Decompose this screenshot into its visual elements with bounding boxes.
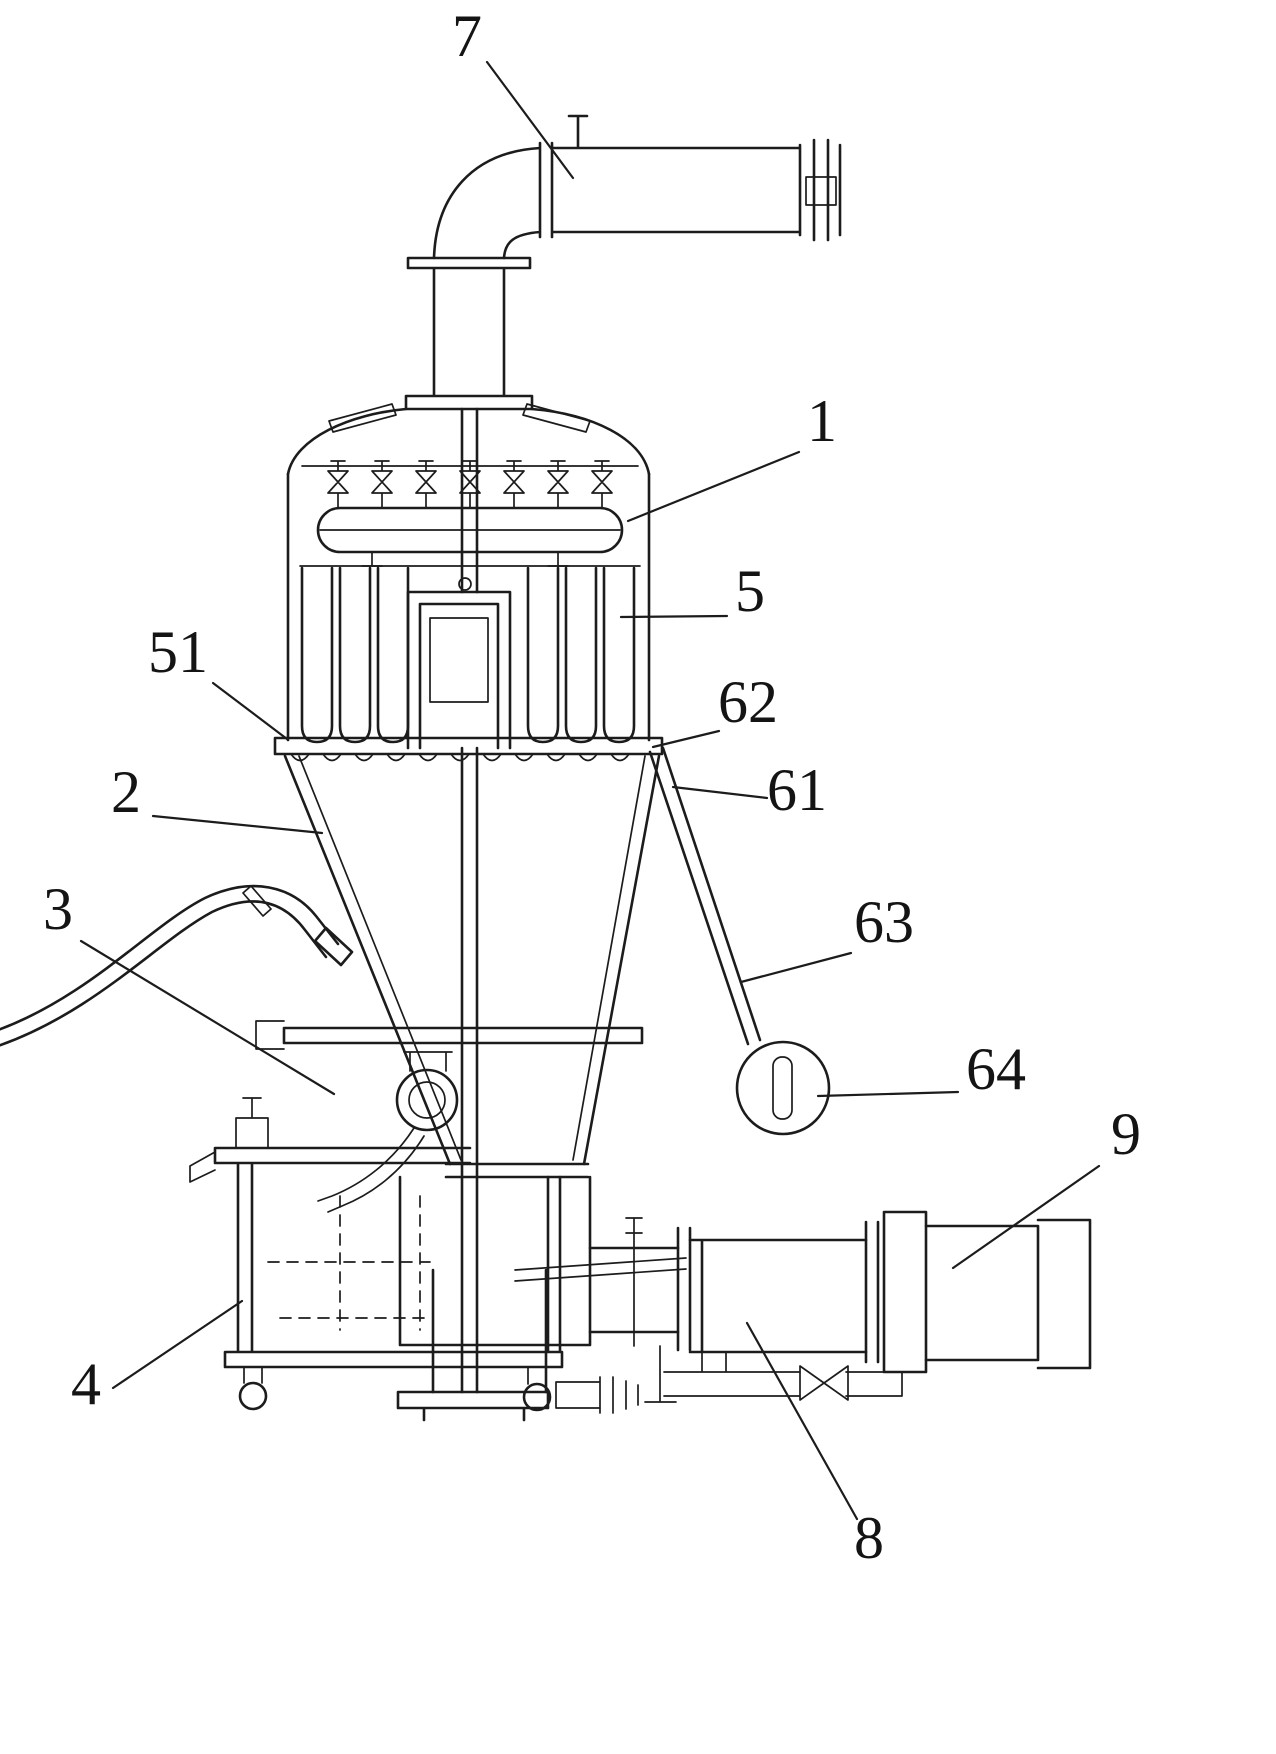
center-duct xyxy=(406,577,512,750)
spray-gun xyxy=(313,926,354,967)
label-part-51: 51 xyxy=(148,619,208,685)
handwheel-grip xyxy=(772,1056,793,1120)
caster-wheel-left xyxy=(238,1381,268,1411)
manifold-nozzle-valves xyxy=(327,460,613,509)
duct-top-knob xyxy=(458,577,472,591)
cone-bottom-flange xyxy=(444,1162,590,1179)
bowl-outline xyxy=(398,1175,592,1347)
vessel-walls xyxy=(286,472,651,742)
bag-outlines xyxy=(300,566,636,744)
caster-forks xyxy=(243,1366,547,1385)
label-part-3: 3 xyxy=(43,876,73,942)
spray-manifold xyxy=(301,460,639,567)
transfer-tube xyxy=(317,1127,425,1213)
filter-bags xyxy=(299,565,641,744)
center-pipe xyxy=(396,407,550,1422)
hidden-container-lines xyxy=(267,1195,431,1331)
sight-glass-inner xyxy=(408,1081,446,1119)
cart-clamp xyxy=(235,1097,269,1149)
dome-outline xyxy=(286,407,651,476)
exhaust-duct xyxy=(432,114,842,260)
label-part-61: 61 xyxy=(767,757,827,823)
caster-wheel-right xyxy=(522,1382,552,1412)
support-ring xyxy=(273,736,664,762)
dome-vents xyxy=(328,403,591,433)
center-duct-outline xyxy=(406,590,512,750)
hose-lines xyxy=(0,884,340,1047)
valve-symbol xyxy=(799,1365,849,1401)
label-part-8: 8 xyxy=(854,1505,884,1571)
label-part-64: 64 xyxy=(966,1036,1026,1102)
cart-frame xyxy=(213,1146,564,1369)
label-part-4: 4 xyxy=(71,1351,101,1417)
cart xyxy=(189,1097,564,1412)
cone-side-stub xyxy=(255,1020,285,1050)
label-part-62: 62 xyxy=(718,669,778,735)
blower-body xyxy=(688,1238,868,1354)
center-pipe-lines xyxy=(431,407,548,1394)
product-bowl xyxy=(398,1175,687,1347)
label-part-1: 1 xyxy=(807,388,837,454)
cone-body xyxy=(255,754,661,1179)
cart-handle xyxy=(189,1151,216,1183)
label-part-9: 9 xyxy=(1111,1101,1141,1167)
riser-stack-outline xyxy=(404,256,534,411)
sight-glass-outer xyxy=(395,1068,459,1132)
blower-flange xyxy=(676,1226,692,1352)
handwheel xyxy=(735,1040,831,1136)
riser-stack xyxy=(404,256,534,411)
blower-motor-assembly xyxy=(555,1210,1092,1414)
base-flange xyxy=(396,1390,550,1422)
motor-body xyxy=(924,1218,1092,1370)
label-part-2: 2 xyxy=(111,759,141,825)
cone-inner-walls xyxy=(298,755,646,1161)
shaker-cable xyxy=(648,746,762,1046)
leader-lines xyxy=(79,60,1101,1521)
dome-head xyxy=(286,403,651,476)
hose-clamp xyxy=(242,885,272,917)
spray-hose xyxy=(0,884,354,1047)
manifold-hangers xyxy=(361,551,569,567)
drain-fitting xyxy=(555,1376,639,1414)
label-part-5: 5 xyxy=(735,558,765,624)
duct-end-latch xyxy=(805,176,837,206)
exhaust-duct-outline xyxy=(432,114,842,260)
under-pipe xyxy=(644,1345,903,1403)
cone-walls xyxy=(283,754,661,1166)
motor-coupling-flange xyxy=(864,1210,928,1374)
ring-band xyxy=(273,736,664,756)
damper-rod xyxy=(625,1217,643,1347)
reference-numerals: 7 1 5 51 62 61 2 3 63 64 9 4 8 xyxy=(43,3,1141,1571)
sight-glass-mount xyxy=(403,1051,453,1072)
bowl-inlet-channel xyxy=(514,1257,687,1282)
sight-window xyxy=(429,617,489,703)
label-part-7: 7 xyxy=(452,3,482,69)
handwheel-disc xyxy=(735,1040,831,1136)
label-part-63: 63 xyxy=(854,889,914,955)
